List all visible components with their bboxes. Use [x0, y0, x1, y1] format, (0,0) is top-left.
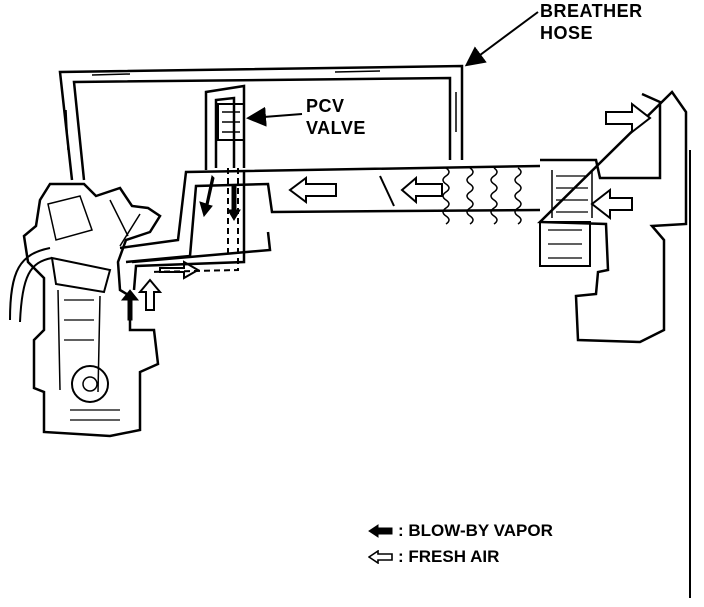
pcv-label-line1: PCV [306, 96, 345, 116]
breather-hose-label: BREATHER HOSE [540, 0, 643, 44]
pcv-label-line2: VALVE [306, 118, 366, 138]
breather-hose [58, 11, 539, 181]
legend-row-blow-by: : BLOW-BY VAPOR [368, 518, 553, 544]
legend: : BLOW-BY VAPOR : FRESH AIR [368, 518, 553, 570]
fresh-air-arrows [137, 101, 652, 311]
intake-duct [119, 164, 541, 264]
solid-arrow-left-icon [368, 524, 393, 538]
engine-block [9, 182, 162, 438]
pcv-valve-label: PCV VALVE [306, 95, 366, 139]
breather-label-line1: BREATHER [540, 1, 643, 21]
hollow-arrow-left-icon [368, 550, 393, 564]
legend-fresh-air-text: : FRESH AIR [398, 547, 500, 566]
blow-by-arrows [120, 174, 241, 321]
air-cleaner [537, 90, 688, 344]
legend-row-fresh-air: : FRESH AIR [368, 544, 553, 570]
pcv-valve [132, 84, 303, 291]
breather-label-line2: HOSE [540, 23, 594, 43]
legend-blow-by-text: : BLOW-BY VAPOR [398, 521, 553, 540]
